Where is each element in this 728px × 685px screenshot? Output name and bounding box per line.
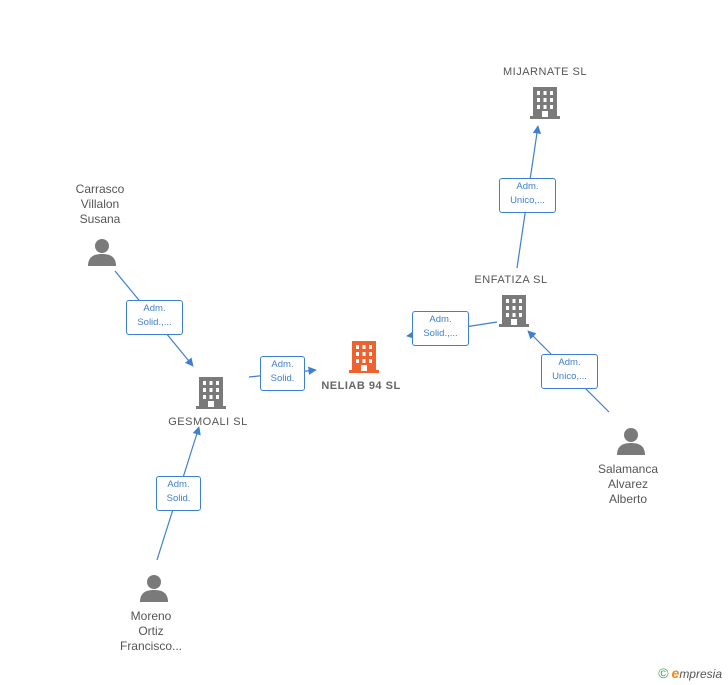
edge-label-moreno-gesmoali[interactable]: Adm. Solid. (156, 476, 201, 511)
brand-logo-e: e (671, 665, 680, 681)
edge-label-salamanca-enfatiza[interactable]: Adm. Unico,... (541, 354, 598, 389)
brand-name: mpresia (679, 667, 722, 681)
building-icon-neliab-main[interactable] (348, 339, 380, 373)
empresia-brand[interactable]: ©empresia (658, 665, 722, 681)
company-label-neliab[interactable]: NELIAB 94 SL (321, 380, 401, 392)
company-label-gesmoali[interactable]: GESMOALI SL (168, 416, 248, 428)
company-label-enfatiza[interactable]: ENFATIZA SL (474, 274, 548, 286)
edge-label-gesmoali-neliab[interactable]: Adm. Solid. (260, 356, 305, 391)
person-icon-carrasco[interactable] (87, 237, 117, 267)
edge-label-carrasco-gesmoali[interactable]: Adm. Solid.,... (126, 300, 183, 335)
person-icon-moreno[interactable] (139, 573, 169, 603)
building-icon-gesmoali[interactable] (195, 375, 227, 409)
edge-label-enfatiza-mijarnate[interactable]: Adm. Unico,... (499, 178, 556, 213)
person-label-salamanca[interactable]: Salamanca Alvarez Alberto (597, 462, 659, 506)
copyright-icon: © (658, 665, 669, 681)
company-label-mijarnate[interactable]: MIJARNATE SL (502, 66, 588, 78)
person-icon-salamanca[interactable] (616, 426, 646, 456)
person-label-carrasco[interactable]: Carrasco Villalon Susana (75, 182, 125, 226)
person-label-moreno[interactable]: Moreno Ortiz Francisco... (119, 609, 182, 653)
edge-label-enfatiza-neliab[interactable]: Adm. Solid.,... (412, 311, 469, 346)
building-icon-mijarnate[interactable] (529, 85, 561, 119)
building-icon-enfatiza[interactable] (498, 293, 530, 327)
